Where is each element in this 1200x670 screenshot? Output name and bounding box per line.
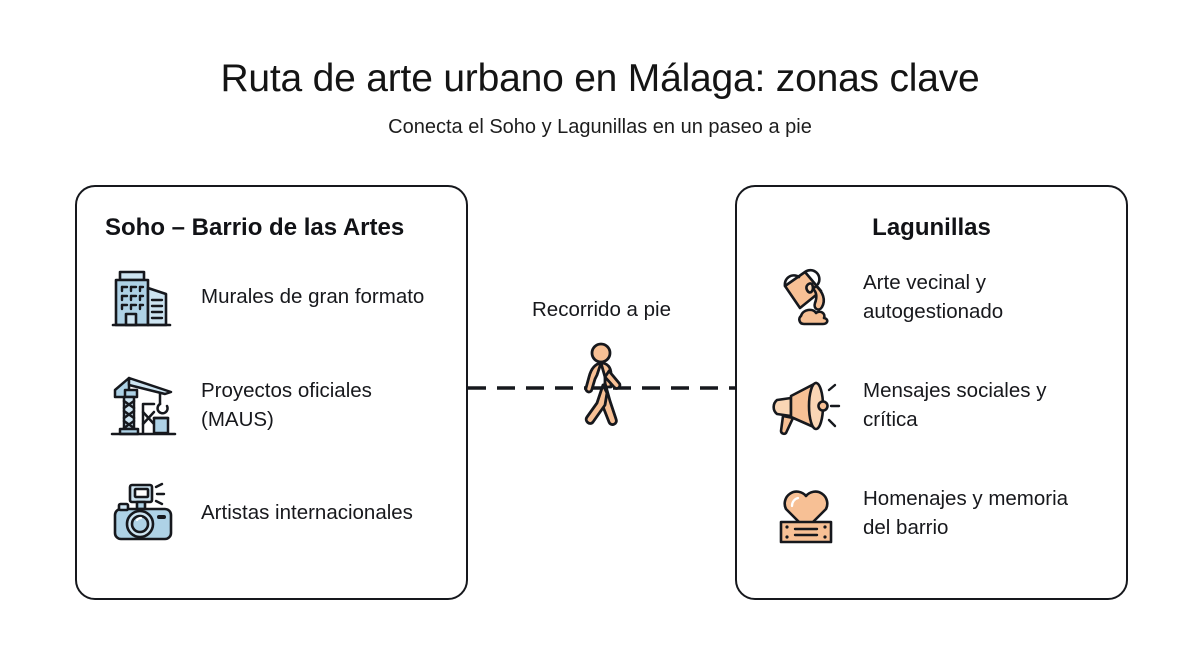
card-soho-items: Murales de gran formato bbox=[77, 243, 466, 567]
walking-person-icon bbox=[572, 341, 632, 433]
card-lagunillas: Lagunillas Arte vecinal y autogestionado bbox=[735, 185, 1128, 600]
list-item-label: Mensajes sociales y crítica bbox=[863, 378, 1047, 431]
list-item: Murales de gran formato bbox=[77, 243, 466, 351]
card-soho: Soho – Barrio de las Artes bbox=[75, 185, 468, 600]
card-lagunillas-items: Arte vecinal y autogestionado bbox=[737, 243, 1126, 567]
connector-label: Recorrido a pie bbox=[531, 298, 671, 321]
card-soho-title: Soho – Barrio de las Artes bbox=[105, 214, 405, 241]
list-item: Proyectos oficiales (MAUS) bbox=[77, 351, 466, 459]
page-subtitle: Conecta el Soho y Lagunillas en un paseo… bbox=[388, 116, 812, 139]
list-item: Arte vecinal y autogestionado bbox=[737, 243, 1126, 351]
office-buildings-icon bbox=[105, 256, 183, 338]
page-header: Ruta de arte urbano en Málaga: zonas cla… bbox=[0, 56, 1200, 139]
paint-bucket-icon bbox=[767, 256, 845, 338]
list-item: Artistas internacionales bbox=[77, 459, 466, 567]
camera-icon bbox=[105, 472, 183, 554]
list-item-label: Arte vecinal y autogestionado bbox=[863, 270, 1004, 323]
connector: Recorrido a pie bbox=[468, 185, 735, 600]
list-item: Mensajes sociales y crítica bbox=[737, 351, 1126, 459]
heart-plaque-icon bbox=[767, 472, 845, 554]
card-lagunillas-title: Lagunillas bbox=[872, 214, 991, 241]
page-title: Ruta de arte urbano en Málaga: zonas cla… bbox=[220, 57, 980, 100]
megaphone-icon bbox=[767, 364, 845, 446]
list-item-label: Proyectos oficiales (MAUS) bbox=[201, 378, 372, 431]
list-item-label: Murales de gran formato bbox=[201, 285, 425, 309]
list-item-label: Homenajes y memoria del barrio bbox=[863, 486, 1069, 539]
list-item-label: Artistas internacionales bbox=[201, 501, 413, 525]
list-item: Homenajes y memoria del barrio bbox=[737, 459, 1126, 567]
construction-crane-icon bbox=[105, 364, 183, 446]
